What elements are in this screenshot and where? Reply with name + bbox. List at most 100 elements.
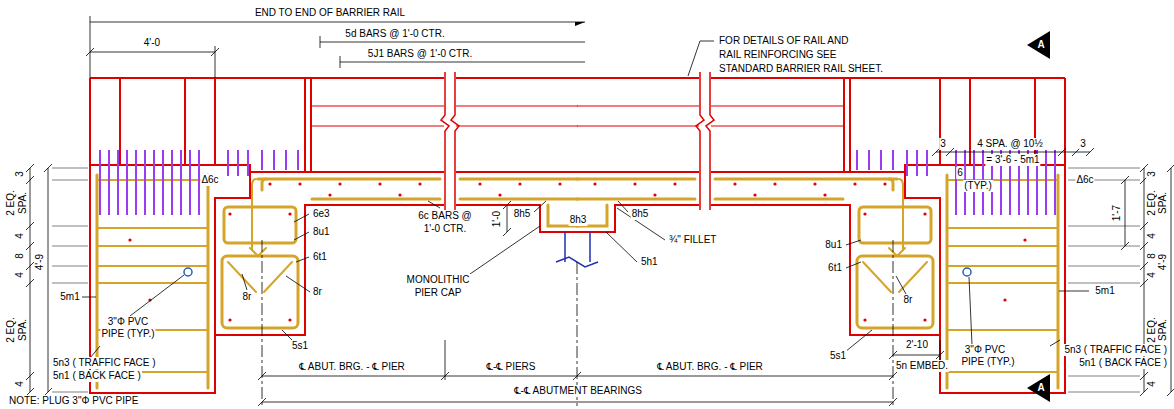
annotation-text: 3	[939, 138, 947, 150]
annotation-text: 6t1	[827, 262, 843, 274]
mirrored-half-section	[577, 72, 1065, 393]
annotation-text: NOTE: PLUG 3"Φ PVC PIPE	[8, 395, 139, 407]
annotation-text: PIPE (TYP.)	[960, 356, 1015, 368]
bar-dot	[288, 318, 291, 321]
bar-dot	[228, 318, 231, 321]
dimension-line	[889, 340, 944, 360]
dowel-bar	[100, 150, 298, 215]
bar-dot	[418, 182, 421, 185]
arrowhead	[575, 22, 585, 26]
section-letter: A	[1036, 39, 1045, 51]
annotation-text: 4	[14, 271, 26, 279]
bar-dot	[268, 182, 271, 185]
annotation-text: 8h5	[513, 208, 532, 220]
annotation-text: 4	[1146, 380, 1158, 388]
annotation-text: 6t1	[312, 251, 328, 263]
deck-top-bar	[258, 178, 578, 181]
annotation-text: 4	[1146, 232, 1158, 240]
annotation-text: 8h5	[631, 208, 650, 220]
annotation-text: 5J1 BARS @ 1'-0 CTR.	[367, 48, 473, 60]
concrete-outline	[90, 78, 578, 393]
stirrup	[224, 207, 296, 243]
annotation-text: 5n3 ( TRAFFIC FACE )	[52, 357, 157, 369]
bar-dot	[558, 182, 561, 185]
wing-wall	[90, 78, 215, 393]
bar-dot	[328, 193, 331, 196]
annotation-text: (TYP.)	[963, 180, 993, 192]
annotation-text: 1'-0	[491, 210, 503, 228]
annotation-text: PIPE (TYP.)	[100, 328, 155, 340]
annotation-text: 5n EMBED.	[895, 360, 949, 372]
annotation-text: 5n3 ( TRAFFIC FACE )	[1063, 344, 1168, 356]
annotation-text: 8u1	[824, 239, 843, 251]
annotation-text: 3	[1079, 138, 1087, 150]
pier	[556, 232, 598, 267]
dimension-line	[90, 16, 585, 78]
annotation-text: 5d BARS @ 1'-0 CTR.	[344, 28, 445, 40]
annotation-text: SPA.	[17, 318, 29, 342]
annotation-text: 3"Φ PVC	[107, 316, 149, 328]
rail-top	[90, 77, 578, 79]
annotation-text: ¾" FILLET	[668, 234, 717, 246]
annotation-text: ℄-℄ PIERS	[486, 361, 537, 373]
deck-bottom-bar	[312, 198, 578, 201]
annotation-text: 8h3	[569, 214, 588, 226]
annotation-text: = 3'-6 - 5m1	[985, 154, 1040, 166]
annotation-text: 1'-7	[1111, 204, 1123, 222]
dimension-line	[503, 201, 511, 236]
dimension-line	[86, 46, 219, 78]
r-bar	[228, 248, 292, 292]
reinforcing-bars	[97, 175, 578, 388]
annotation-text: 8r	[903, 294, 914, 306]
annotation-text: 5m1	[59, 291, 80, 303]
annotation-text: 8	[1146, 252, 1158, 260]
bar-dot	[228, 212, 231, 215]
annotation-text: 4'-9	[1157, 253, 1169, 271]
annotation-text: 5h1	[640, 256, 659, 268]
leader-line	[82, 275, 184, 358]
annotation-text: 3"Φ PVC	[964, 344, 1006, 356]
u-bar	[252, 179, 256, 250]
annotation-text: STANDARD BARRIER RAIL SHEET.	[718, 63, 884, 75]
rail-end-joint	[305, 78, 311, 172]
bar-dot	[398, 193, 401, 196]
annotation-text: 8r	[312, 286, 323, 298]
bar-dot	[338, 182, 341, 185]
annotation-text: 6	[956, 167, 964, 179]
bar-dot	[478, 182, 481, 185]
annotation-text: 8r	[242, 291, 253, 303]
annotation-text: 2 EQ.	[5, 316, 17, 344]
annotation-text: 4 SPA. @ 10½	[976, 138, 1044, 150]
wing-bar	[97, 180, 208, 372]
annotation-text: 5s1	[829, 350, 847, 362]
annotation-text: FOR DETAILS OF RAIL AND	[718, 35, 849, 47]
leader-lines	[82, 41, 1089, 358]
annotation-text: ℄-℄ ABUTMENT BEARINGS	[513, 385, 643, 397]
annotation-text: END TO END OF BARRIER RAIL	[254, 7, 406, 19]
bar-dot	[128, 238, 131, 241]
annotation-text: 6c BARS @	[417, 210, 473, 222]
annotation-text: 4'-0	[143, 37, 161, 49]
annotation-text: 3	[14, 170, 26, 178]
annotation-text: 5m1	[1094, 285, 1115, 297]
annotation-text: 4	[14, 232, 26, 240]
annotation-text: 8u1	[312, 226, 331, 238]
bar-dot	[518, 182, 521, 185]
annotation-text: 1'-0 CTR.	[423, 223, 467, 235]
section-letter: A	[1036, 382, 1045, 394]
annotation-text: PIER CAP	[414, 287, 463, 299]
annotation-text: SPA.	[1157, 191, 1169, 215]
annotation-text: 4	[1146, 271, 1158, 279]
section-arrow	[1027, 374, 1050, 402]
bar-dot	[288, 212, 291, 215]
break-line	[441, 72, 459, 210]
centerline	[262, 240, 893, 406]
pvc-pipe	[184, 268, 192, 276]
leader-line	[845, 240, 1089, 352]
leader-line	[688, 41, 714, 76]
bar-dot	[298, 182, 301, 185]
half-section	[90, 72, 578, 393]
annotation-text: 2 EQ.	[5, 189, 17, 217]
